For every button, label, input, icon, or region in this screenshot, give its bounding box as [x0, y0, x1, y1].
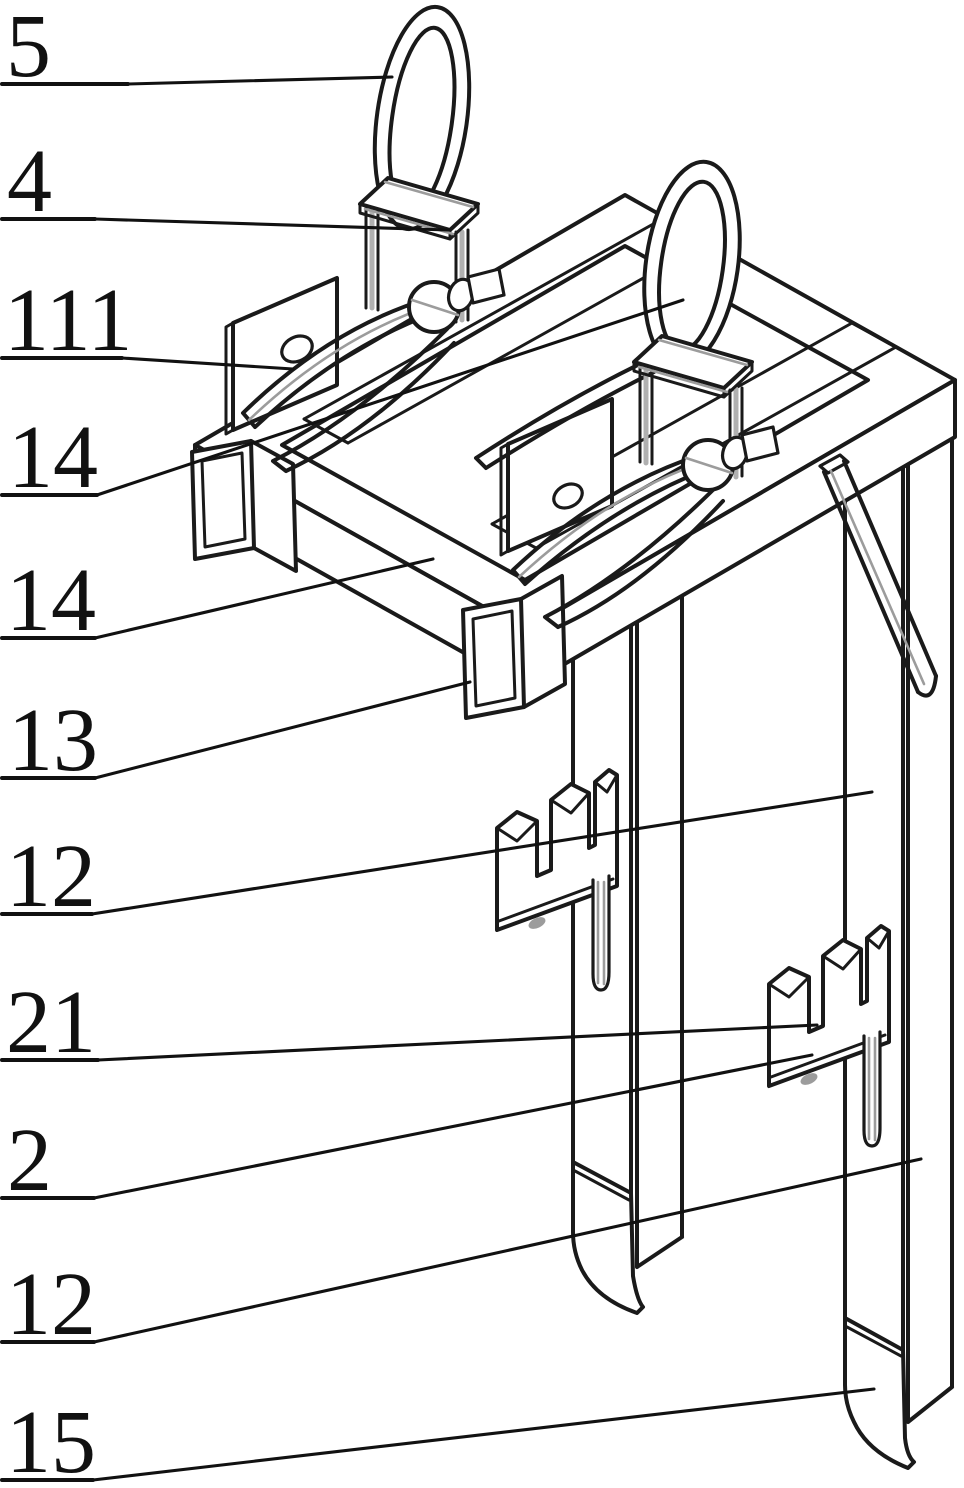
reference-numeral: 12: [6, 827, 96, 926]
cross-beam-a: [302, 216, 710, 445]
reference-label-5-0: 5: [0, 0, 394, 96]
fork-foot-right: [843, 1316, 916, 1470]
reference-numeral: 2: [7, 1111, 52, 1210]
reference-numeral: 15: [6, 1393, 96, 1488]
reference-label-21-7: 21: [0, 973, 819, 1072]
leader-line-to-shackle: [93, 217, 451, 232]
reference-label-111-2: 111: [0, 271, 295, 371]
square-tube-socket-left: [190, 439, 298, 573]
comb-hook-left: [495, 768, 619, 992]
reference-numeral: 13: [8, 691, 98, 790]
reference-label-15-10: 15: [0, 1387, 876, 1488]
reference-numeral: 111: [4, 271, 132, 370]
shackle-left: [241, 204, 470, 473]
clamp-plate-middle: [635, 591, 684, 1269]
prop-bar: [818, 453, 938, 698]
shackle-left-head: [358, 176, 506, 334]
leader-line-to-fork-arm: [92, 1157, 923, 1344]
reference-label-4-1: 4: [0, 132, 451, 232]
clamp-plate-right: [906, 436, 954, 1424]
reference-label-14-4: 14: [0, 551, 435, 650]
leader-line-to-clamp-plate: [92, 1053, 814, 1200]
labels-layer: 5 4 111 14 14 13 12 21 2 12 15: [0, 0, 923, 1488]
shackle-right-head: [632, 334, 780, 492]
shackle-left-arms: [241, 296, 456, 473]
leader-line-to-cross-beam: [93, 557, 435, 640]
comb-hook-right: [767, 924, 891, 1148]
hook-pin-right: [800, 1030, 882, 1148]
reference-numeral: 4: [7, 132, 52, 231]
reference-label-12-9: 12: [0, 1157, 923, 1354]
lower-assembly: [495, 436, 954, 1470]
leader-line-to-comb-hook: [96, 1023, 819, 1062]
fork-arm-middle: [571, 621, 633, 1195]
reference-numeral: 12: [6, 1255, 96, 1354]
fork-foot-left: [571, 1160, 645, 1315]
lug-plate-left: [224, 276, 339, 436]
leader-line-to-cross-beam: [95, 298, 685, 497]
reference-label-13-5: 13: [0, 680, 472, 790]
lifting-ring-left: [372, 4, 472, 232]
reference-numeral: 14: [6, 551, 96, 650]
hook-pin-left: [528, 874, 611, 992]
leader-line-to-lifting-ring: [126, 75, 394, 86]
leader-line-to-fork-foot: [91, 1387, 876, 1482]
reference-label-12-6: 12: [0, 790, 874, 926]
reference-numeral: 21: [6, 973, 96, 1072]
reference-numeral: 14: [8, 408, 98, 507]
reference-numeral: 5: [6, 0, 51, 96]
lug-hole-right: [552, 482, 584, 510]
square-tube-socket-front: [461, 574, 567, 720]
shackle-right: [474, 358, 744, 629]
shackle-right-arms: [474, 358, 725, 629]
lifting-ring-right: [642, 159, 742, 369]
reference-label-14-3: 14: [0, 298, 685, 507]
reference-label-2-8: 2: [0, 1053, 814, 1210]
leader-line-to-square-tube-socket: [93, 680, 472, 780]
fork-arm-right: [843, 464, 905, 1352]
leader-line-to-lug-plate: [120, 356, 295, 371]
leader-line-to-fork-arm: [90, 790, 874, 916]
lug-hole-left: [280, 334, 314, 364]
